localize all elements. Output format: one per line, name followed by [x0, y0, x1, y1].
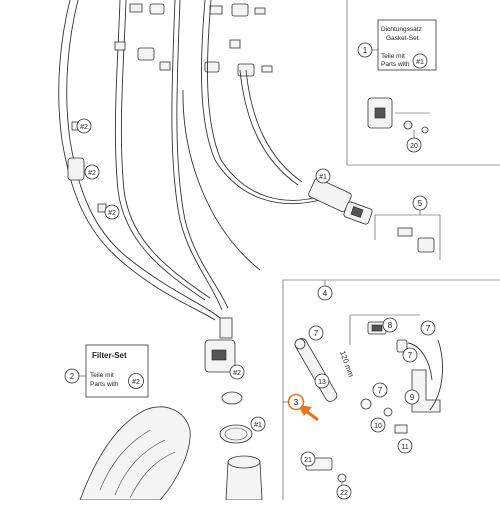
filter-set-title: Filter-Set: [92, 351, 127, 360]
inset-frame-top: [346, 0, 500, 166]
svg-text:20: 20: [410, 143, 418, 150]
filter-set-ref: #2: [132, 379, 140, 386]
hose-assembly-right: [182, 0, 323, 271]
fuel-pump-unit: [204, 317, 263, 501]
gasket-set-line3: Teile mit: [381, 53, 405, 60]
svg-text:1: 1: [363, 46, 368, 55]
callout-22: 22: [336, 484, 352, 500]
callout-8: 8: [382, 317, 398, 333]
svg-text:7: 7: [426, 324, 431, 333]
svg-text:21: 21: [304, 457, 312, 464]
callout-9: 9: [404, 389, 420, 405]
svg-text:13: 13: [318, 379, 326, 386]
svg-text:#2: #2: [80, 124, 88, 131]
gasket-set-ref: #1: [416, 59, 424, 66]
callout-4: 4: [317, 285, 333, 301]
callout-7d: 7: [372, 382, 388, 398]
gasket-set-line2: Gasket-Set: [386, 35, 419, 42]
callout-20: 20: [406, 137, 422, 153]
leader-lines: [283, 130, 421, 403]
callout-7a: 7: [308, 325, 324, 341]
svg-text:22: 22: [340, 490, 348, 497]
svg-text:#1: #1: [254, 422, 262, 429]
ref-callout-1a: #1: [315, 168, 331, 184]
svg-text:7: 7: [314, 329, 319, 338]
right-lower-parts: [294, 314, 443, 490]
callout-11: 11: [397, 438, 413, 454]
svg-text:3: 3: [294, 398, 299, 407]
ref-callout-2a: #2: [76, 118, 92, 134]
filter-set-line2: Parts with: [90, 381, 119, 388]
callout-1: 1: [357, 42, 378, 58]
svg-text:4: 4: [323, 289, 328, 298]
gasket-set-box: Dichtungssatz Gasket-Set Teile mit Parts…: [377, 19, 437, 71]
callout-3-highlighted: 3: [287, 393, 305, 411]
ref-callout-2d: #2: [229, 364, 245, 380]
hose-connectors-top: [67, 3, 273, 213]
ref-callout-2c: #2: [104, 204, 120, 220]
callout-7c: 7: [402, 347, 418, 363]
hose-assembly-left: [58, 0, 229, 321]
filter-set-line1: Teile mit: [90, 372, 114, 379]
svg-text:8: 8: [388, 321, 393, 330]
inset-frame-bottom: [282, 279, 500, 500]
ref-callout-2b: #2: [84, 164, 100, 180]
callout-7b: 7: [420, 320, 436, 336]
callout-21: 21: [300, 451, 316, 467]
svg-text:7: 7: [378, 386, 383, 395]
fuel-tank-lower-left: [79, 406, 191, 501]
svg-text:2: 2: [70, 372, 75, 381]
svg-text:11: 11: [401, 444, 408, 451]
svg-text:#2: #2: [108, 210, 116, 217]
svg-text:#2: #2: [233, 370, 241, 377]
gasket-set-line1: Dichtungssatz: [381, 26, 422, 33]
svg-text:10: 10: [374, 423, 382, 430]
callout-13: 13: [314, 373, 330, 389]
gasket-set-line4: Parts with: [381, 61, 410, 68]
callout-5: 5: [412, 195, 428, 211]
filter-set-box: Filter-Set Teile mit Parts with #2: [85, 344, 149, 398]
svg-text:#1: #1: [319, 174, 327, 181]
callout-10: 10: [370, 417, 386, 433]
svg-text:5: 5: [418, 199, 423, 208]
callout-2: 2: [64, 368, 86, 384]
svg-text:#2: #2: [88, 170, 96, 177]
svg-text:9: 9: [410, 393, 415, 402]
svg-text:7: 7: [408, 351, 413, 360]
ref-callout-1b: #1: [250, 416, 266, 432]
dimension-label: 120 mm: [338, 350, 356, 379]
part-5-connector: [374, 214, 441, 260]
gasket-inset-parts: [367, 97, 430, 134]
quick-connector-assembly: [308, 178, 373, 225]
